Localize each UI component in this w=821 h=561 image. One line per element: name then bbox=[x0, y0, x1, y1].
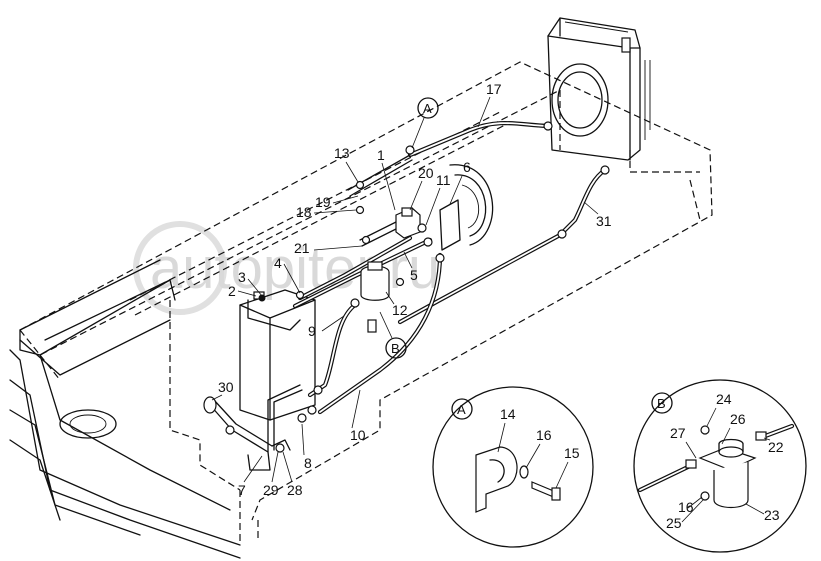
label-4: 4 bbox=[274, 255, 282, 271]
detail-b-label-25: 25 bbox=[666, 515, 682, 531]
label-8: 8 bbox=[304, 455, 312, 471]
detail-a-label-16: 16 bbox=[536, 427, 552, 443]
label-31: 31 bbox=[596, 213, 612, 229]
label-29: 29 bbox=[263, 482, 279, 498]
label-1: 1 bbox=[377, 147, 385, 163]
label-10: 10 bbox=[350, 427, 366, 443]
filter-12 bbox=[360, 261, 390, 301]
detail-a-label-14: 14 bbox=[500, 406, 516, 422]
detail-b-label-24: 24 bbox=[716, 391, 732, 407]
valve-block-20 bbox=[395, 207, 421, 239]
machine-frame bbox=[9, 61, 713, 559]
detail-b-title: B bbox=[657, 396, 666, 411]
label-17: 17 bbox=[486, 81, 502, 97]
detail-a: A 14 15 16 bbox=[432, 386, 594, 548]
label-30: 30 bbox=[218, 379, 234, 395]
callout-b-main: B bbox=[379, 311, 407, 359]
detail-a-label-15: 15 bbox=[564, 445, 580, 461]
label-5: 5 bbox=[410, 267, 418, 283]
oil-cooler bbox=[547, 17, 651, 161]
detail-b-label-27: 27 bbox=[670, 425, 686, 441]
main-part-labels: 1 2 3 4 5 6 7 8 9 10 11 12 13 17 18 19 2… bbox=[211, 81, 612, 498]
label-18: 18 bbox=[296, 204, 312, 220]
bracket-6 bbox=[439, 199, 461, 251]
detail-b-label-23: 23 bbox=[764, 507, 780, 523]
detail-b-label-26: 26 bbox=[730, 411, 746, 427]
swing-ring bbox=[449, 164, 494, 246]
callout-a-label: A bbox=[423, 101, 432, 116]
watermark: autopiter.ru bbox=[133, 221, 440, 315]
detail-b: B 16 22 23 24 25 26 27 bbox=[633, 379, 807, 553]
label-12: 12 bbox=[392, 302, 408, 318]
fittings bbox=[203, 121, 610, 453]
label-20: 20 bbox=[418, 165, 434, 181]
label-28: 28 bbox=[287, 482, 303, 498]
label-11: 11 bbox=[436, 172, 451, 188]
label-2: 2 bbox=[228, 283, 236, 299]
label-13: 13 bbox=[334, 145, 350, 161]
callout-a-main: A bbox=[411, 97, 439, 149]
label-9: 9 bbox=[308, 323, 316, 339]
label-6: 6 bbox=[463, 159, 471, 175]
detail-b-label-22: 22 bbox=[768, 439, 784, 455]
detail-a-title: A bbox=[457, 402, 466, 417]
detail-b-label-16: 16 bbox=[678, 499, 694, 515]
label-3: 3 bbox=[238, 269, 246, 285]
label-19: 19 bbox=[315, 194, 331, 210]
hose-lines bbox=[209, 121, 608, 471]
label-7: 7 bbox=[238, 482, 246, 498]
callout-b-label: B bbox=[391, 341, 400, 356]
label-21: 21 bbox=[294, 240, 310, 256]
